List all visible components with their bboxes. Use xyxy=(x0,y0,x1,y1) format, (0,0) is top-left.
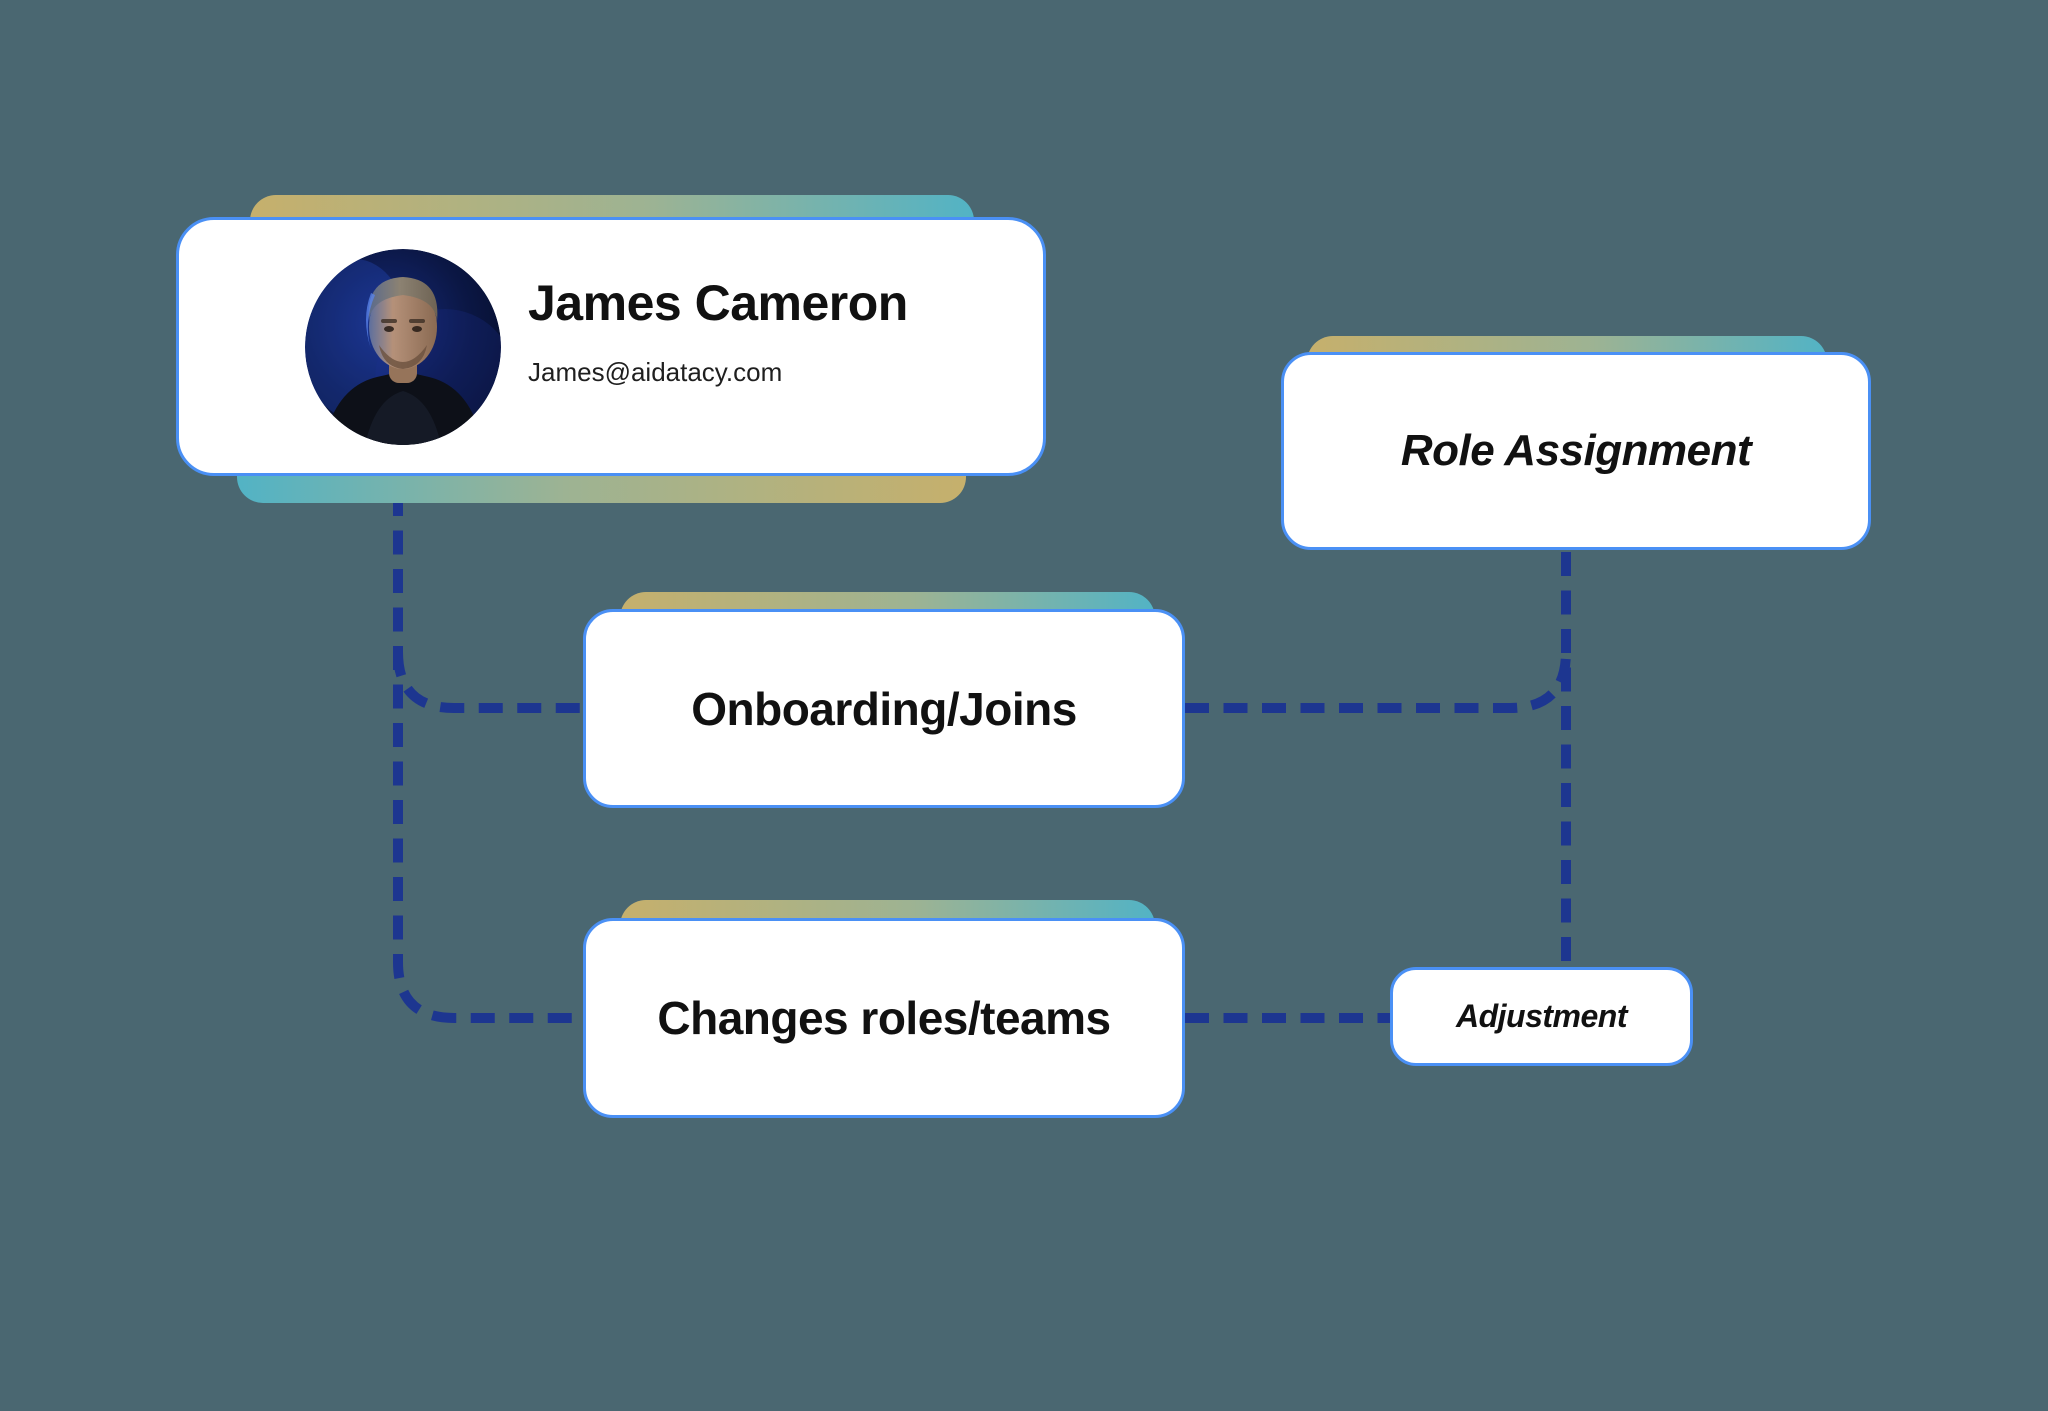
profile-card: James Cameron James@aidatacy.com xyxy=(176,217,1046,476)
node-role-assignment: Role Assignment xyxy=(1281,352,1871,550)
edge-card-to-changes xyxy=(393,492,583,1023)
node-changes-roles-teams-label: Changes roles/teams xyxy=(657,992,1111,1044)
profile-card-text: James Cameron James@aidatacy.com xyxy=(528,276,908,388)
avatar-portrait-illustration xyxy=(305,249,501,445)
node-adjustment: Adjustment xyxy=(1390,967,1693,1066)
node-onboarding-joins: Onboarding/Joins xyxy=(583,609,1185,808)
node-onboarding-joins-label: Onboarding/Joins xyxy=(691,682,1077,735)
edge-card-to-onboarding xyxy=(393,651,583,713)
node-changes-roles-teams: Changes roles/teams xyxy=(583,918,1185,1118)
node-adjustment-label: Adjustment xyxy=(1456,998,1628,1034)
profile-name: James Cameron xyxy=(528,275,908,331)
profile-email: James@aidatacy.com xyxy=(528,357,783,387)
avatar xyxy=(305,249,501,445)
edge-onboarding-to-role xyxy=(1185,651,1571,713)
node-role-assignment-label: Role Assignment xyxy=(1400,426,1752,475)
